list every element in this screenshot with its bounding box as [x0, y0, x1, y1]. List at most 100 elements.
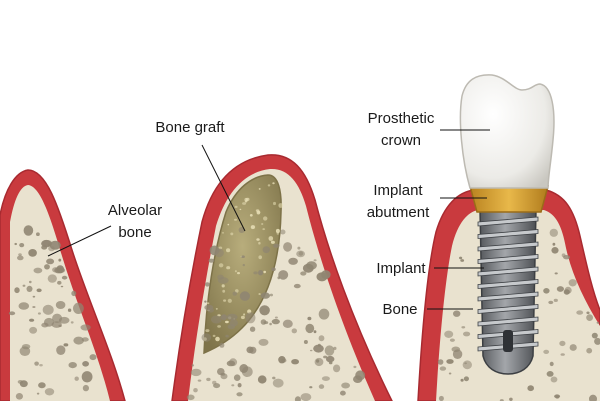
bone-pore: [260, 319, 267, 325]
bone-pore: [47, 243, 52, 247]
bone-pores-2: [186, 227, 366, 401]
bone-pore: [278, 270, 289, 280]
bone-pore: [437, 359, 444, 365]
implant-thread: [477, 229, 539, 239]
implant-thread: [477, 266, 539, 277]
graft-granule: [240, 315, 245, 320]
bone-pore: [464, 362, 467, 365]
bone-pore: [309, 386, 313, 389]
bone-pore: [237, 383, 242, 388]
bone-pore: [32, 306, 36, 308]
bone-pore: [80, 324, 91, 331]
bone-pore: [36, 232, 40, 236]
bone-pore: [233, 374, 241, 382]
bone-pore: [317, 343, 321, 347]
bone-pore: [74, 376, 79, 381]
bone-pore: [462, 360, 472, 370]
graft-granule: [261, 223, 264, 225]
graft-granule: [226, 266, 231, 270]
graft-granule: [243, 313, 246, 316]
bone-pore: [67, 308, 72, 312]
bone-pore: [309, 349, 313, 352]
graft-granule: [230, 232, 234, 236]
bone-pore: [260, 292, 270, 299]
bone-pore: [193, 388, 198, 393]
bone-pore: [47, 274, 57, 283]
bone-pore: [543, 349, 550, 354]
bone-pore: [340, 390, 346, 396]
bone-pore: [41, 245, 48, 250]
bone-pore: [23, 225, 34, 236]
bone-pore: [556, 286, 565, 292]
bone-pore: [33, 267, 43, 274]
graft-granule: [258, 255, 263, 260]
bone-pore: [563, 289, 570, 295]
graft-granule: [256, 238, 260, 241]
implant-ridge: [417, 74, 600, 401]
bone-pore: [68, 362, 77, 369]
bone-pore: [19, 243, 25, 248]
bone-pore: [17, 380, 24, 384]
bone-pore: [281, 358, 287, 363]
bone-pore: [46, 258, 55, 265]
bone-pore: [38, 382, 46, 389]
label-abutment-line2: abutment: [367, 204, 430, 221]
graft-granule: [278, 203, 284, 208]
bone-pore: [549, 361, 554, 367]
graft-granule: [212, 334, 216, 337]
alveolar-ridge: [0, 169, 126, 401]
bone-pore: [463, 331, 471, 337]
graft-granule: [258, 293, 261, 295]
graft-granule: [222, 289, 226, 293]
bone-pore: [81, 371, 93, 383]
graft-granule: [268, 236, 274, 241]
label-alveolar-line2: bone: [118, 224, 151, 241]
bone-pore: [42, 304, 54, 315]
bone-pore: [229, 358, 238, 367]
bone-pore: [37, 312, 41, 315]
bone-pore: [550, 376, 558, 383]
graft-ridge: [171, 154, 393, 401]
bone-pore: [318, 384, 325, 389]
bone-pore: [190, 368, 202, 377]
graft-granule: [270, 240, 275, 244]
bone-pore: [44, 264, 50, 270]
bone-pore: [313, 330, 317, 334]
bone-pore: [444, 330, 454, 338]
bone-pore: [18, 302, 30, 310]
graft-granule: [227, 223, 230, 226]
graft-granule: [205, 329, 210, 333]
bone-pore: [269, 293, 273, 297]
bone-pore: [453, 310, 461, 317]
bone-pore: [460, 259, 465, 262]
bone-pore: [560, 353, 565, 356]
bone-pore: [313, 259, 317, 262]
bone-pore: [39, 364, 43, 367]
bone-pore: [300, 271, 307, 276]
leader-alveolar: [47, 225, 112, 257]
bone-pore: [82, 384, 89, 392]
implant-thread: [477, 279, 539, 289]
label-abutment-line1: Implant: [373, 182, 423, 199]
graft-granule: [218, 263, 224, 268]
implant-apex-vent: [503, 330, 513, 352]
bone-pore: [303, 340, 308, 344]
bone-pore: [239, 291, 250, 301]
bone-pore: [291, 328, 297, 334]
bone-pore: [89, 354, 97, 361]
bone-pore: [29, 280, 32, 284]
bone-pore: [591, 332, 598, 339]
bone-pore: [60, 285, 64, 288]
bone-pore: [269, 322, 272, 326]
bone-pore: [589, 394, 597, 401]
graft-granule: [227, 298, 232, 303]
bone-pore: [324, 345, 335, 356]
bone-pore: [73, 336, 84, 345]
bone-pore: [58, 258, 62, 262]
bone-pore: [586, 311, 590, 315]
graft-granule: [258, 188, 261, 190]
graft-granule: [239, 208, 242, 211]
bone-pore: [232, 291, 238, 296]
